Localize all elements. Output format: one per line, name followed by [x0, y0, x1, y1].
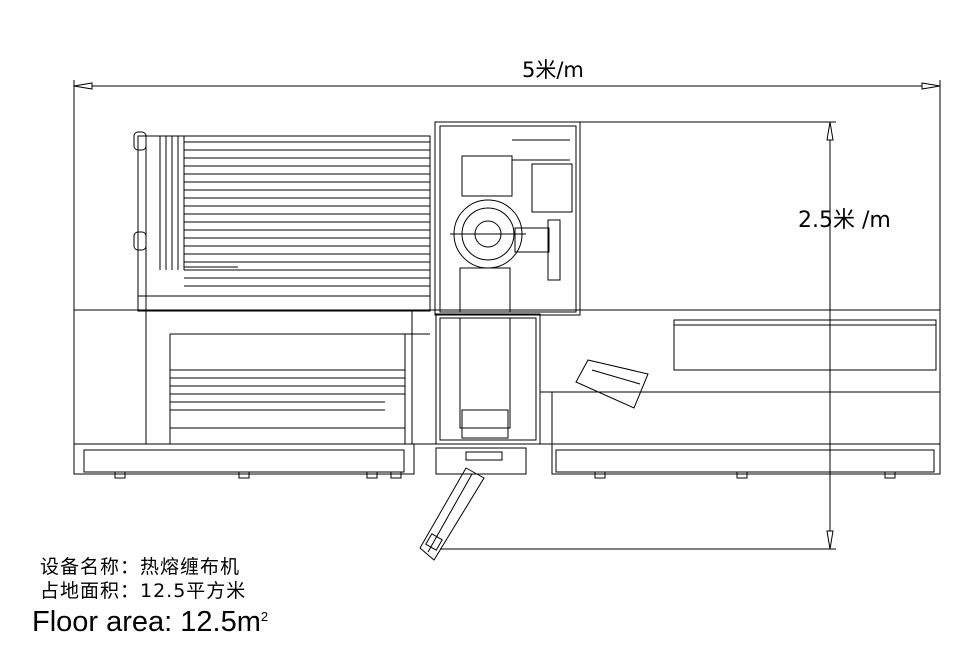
machine-foot [390, 471, 402, 479]
welding-head-unit [434, 121, 581, 445]
device-name-text: 设备名称：热熔缠布机 [40, 556, 241, 578]
height-dimension [440, 121, 836, 550]
height-label: 2.5米 /m [798, 208, 891, 233]
width-dimension [73, 80, 941, 320]
machine-foot [366, 471, 378, 479]
floor-area-en-value: Floor area: 12.5m [32, 606, 261, 638]
machine-foot [114, 471, 126, 479]
width-label: 5米/m [522, 58, 584, 82]
roller-slats [184, 141, 430, 287]
machine-feet [114, 471, 896, 479]
machine-foot [238, 471, 250, 479]
machine-foot [884, 471, 896, 479]
floor-area-unit-superscript: 2 [260, 609, 269, 624]
floor-area-en-text: Floor area: 12.5m2 [32, 608, 268, 637]
machine-foot [736, 471, 748, 479]
discharge-arm [419, 467, 485, 561]
floor-area-cn-text: 占地面积：12.5平方米 [40, 580, 247, 602]
base-frame [73, 309, 941, 475]
tilted-roller [575, 359, 649, 409]
machine-foot [594, 471, 606, 479]
